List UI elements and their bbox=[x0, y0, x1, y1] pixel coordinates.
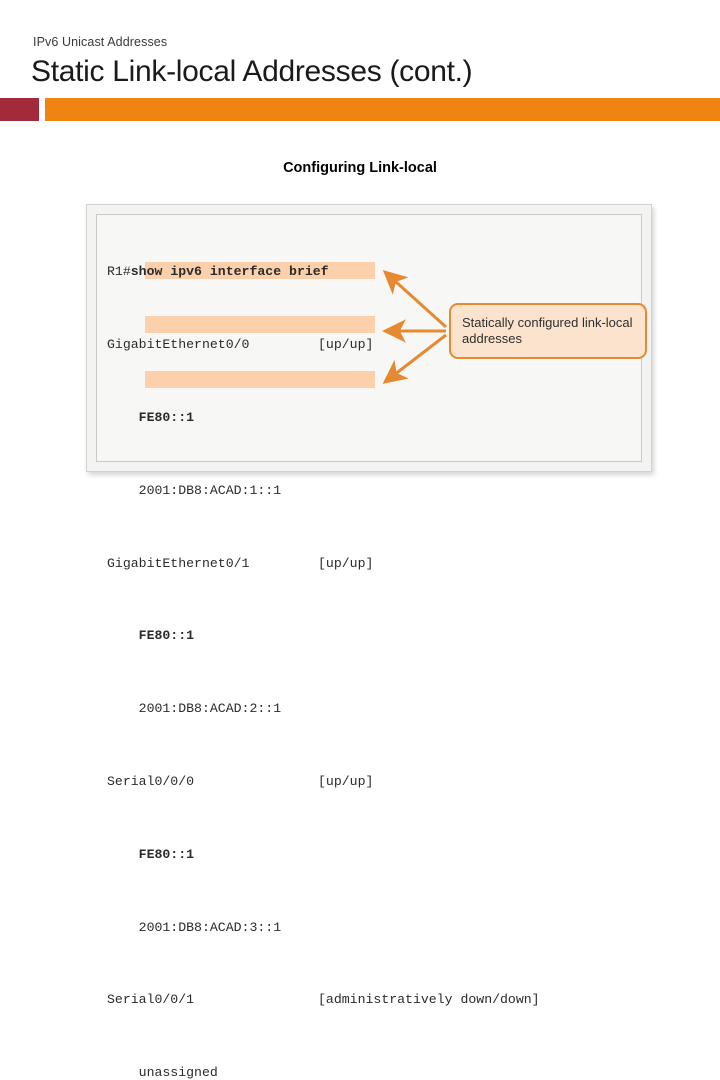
interface-state: [up/up] bbox=[318, 555, 374, 571]
terminal-line-interface: Serial0/0/0 [up/up] bbox=[107, 773, 373, 791]
terminal-line-address: 2001:DB8:ACAD:3::1 bbox=[107, 919, 329, 937]
terminal-output: R1#show ipv6 interface brief GigabitEthe… bbox=[107, 227, 540, 1080]
terminal-line-address: unassigned bbox=[107, 1064, 329, 1080]
highlight-bar-link-local-3 bbox=[145, 371, 375, 388]
slide-eyebrow: IPv6 Unicast Addresses bbox=[33, 35, 168, 49]
highlight-bar-link-local-2 bbox=[145, 316, 375, 333]
link-local-address: FE80::1 bbox=[138, 846, 195, 862]
link-local-address: FE80::1 bbox=[138, 628, 195, 644]
interface-name: GigabitEthernet0/0 bbox=[107, 337, 250, 353]
link-local-address: FE80::1 bbox=[138, 410, 195, 425]
terminal-window-frame: R1#show ipv6 interface brief GigabitEthe… bbox=[86, 204, 652, 1080]
terminal-line-address: 2001:DB8:ACAD:1::1 bbox=[107, 482, 329, 500]
interface-state: [up/up] bbox=[318, 773, 374, 789]
terminal-window-inner: R1#show ipv6 interface brief GigabitEthe… bbox=[96, 214, 647, 1080]
highlight-bar-link-local-1 bbox=[145, 262, 375, 279]
header-accent-block-red bbox=[0, 98, 39, 121]
terminal-figure: R1#show ipv6 interface brief GigabitEthe… bbox=[86, 204, 652, 1080]
interface-state: [up/up] bbox=[318, 337, 374, 353]
interface-name: GigabitEthernet0/1 bbox=[107, 555, 250, 571]
terminal-line-address: 2001:DB8:ACAD:2::1 bbox=[107, 700, 329, 718]
header-accent-bar-orange bbox=[45, 98, 720, 121]
unassigned-address: unassigned bbox=[138, 1065, 218, 1080]
global-address: 2001:DB8:ACAD:3::1 bbox=[138, 919, 282, 935]
terminal-line-interface: Serial0/0/1 [administratively down/down] bbox=[107, 991, 540, 1009]
terminal-line-address: FE80::1 bbox=[107, 627, 329, 645]
slide-header: IPv6 Unicast Addresses Static Link-local… bbox=[0, 0, 720, 122]
global-address: 2001:DB8:ACAD:2::1 bbox=[138, 701, 282, 717]
interface-state: [administratively down/down] bbox=[318, 992, 540, 1008]
global-address: 2001:DB8:ACAD:1::1 bbox=[138, 482, 282, 498]
interface-name: Serial0/0/0 bbox=[107, 773, 195, 789]
figure-caption: Configuring Link-local bbox=[283, 160, 437, 176]
page-title: Static Link-local Addresses (cont.) bbox=[31, 55, 473, 88]
terminal-line-address: FE80::1 bbox=[107, 409, 329, 427]
terminal-command: show ipv6 interface brief bbox=[130, 264, 329, 280]
terminal-line-address: FE80::1 bbox=[107, 846, 329, 864]
callout-box: Statically configured link-local address… bbox=[449, 303, 647, 359]
terminal-line-interface: GigabitEthernet0/1 [up/up] bbox=[107, 555, 373, 573]
terminal-line-command: R1#show ipv6 interface brief bbox=[107, 263, 329, 281]
terminal-line-interface: GigabitEthernet0/0 [up/up] bbox=[107, 336, 373, 354]
callout-label: Statically configured link-local address… bbox=[462, 315, 633, 346]
terminal-prompt: R1# bbox=[107, 264, 131, 280]
interface-name: Serial0/0/1 bbox=[107, 992, 195, 1008]
